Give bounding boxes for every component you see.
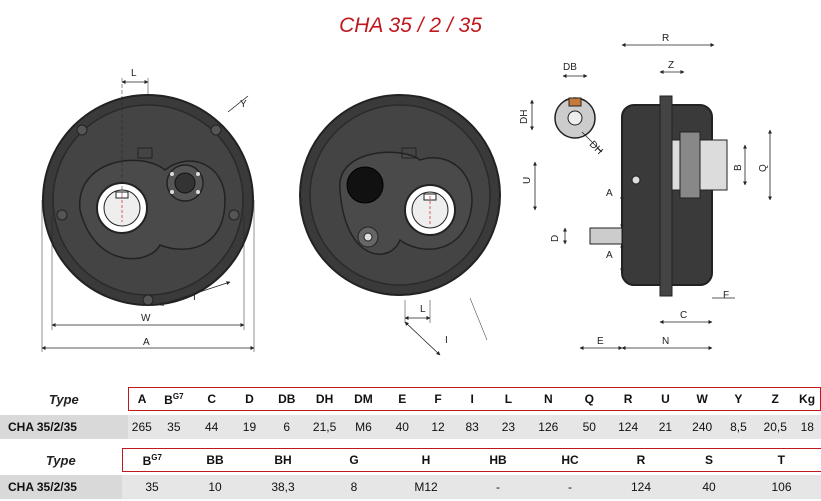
- technical-drawing: L Y W A I L I U DB DH: [41, 33, 772, 356]
- table-cell: 124: [609, 415, 648, 439]
- col-header: DB: [267, 387, 306, 411]
- table-cell: 23: [489, 415, 528, 439]
- table-cell: 124: [606, 475, 676, 499]
- col-header: E: [383, 387, 422, 411]
- col-header: Kg: [794, 387, 821, 411]
- dim-label-DH-left: DH: [519, 110, 530, 124]
- col-header-b: BG7: [121, 448, 182, 472]
- dim-label-N: N: [662, 336, 669, 347]
- table-cell: 19: [231, 415, 268, 439]
- dim-label-E: E: [597, 336, 604, 347]
- col-header: R: [606, 448, 676, 472]
- table-cell: 8: [318, 475, 390, 499]
- col-header: F: [421, 387, 455, 411]
- col-header: DM: [343, 387, 384, 411]
- table-cell: 20,5: [756, 415, 795, 439]
- dim-label-R: R: [662, 33, 669, 44]
- dim-label-A-lower: A: [606, 250, 613, 261]
- col-header: T: [742, 448, 821, 472]
- table-2-header-row: Type BG7 BB BH G H HB HC R S T: [0, 448, 821, 472]
- table-cell: 35: [155, 415, 193, 439]
- dim-label-A: A: [143, 337, 150, 348]
- table-cell: M6: [343, 415, 384, 439]
- col-header: U: [647, 387, 684, 411]
- dim-label-I: I: [193, 292, 196, 303]
- col-header: Y: [720, 387, 757, 411]
- table-cell: 265: [128, 415, 156, 439]
- front-view: L Y W A I: [41, 68, 255, 352]
- table-cell: -: [534, 475, 606, 499]
- table-cell: 6: [267, 415, 306, 439]
- col-header: R: [609, 387, 648, 411]
- dimension-table-2: Type BG7 BB BH G H HB HC R S T CHA 35/2/…: [0, 448, 821, 499]
- type-label: Type: [48, 391, 79, 407]
- table-cell: 106: [742, 475, 821, 499]
- col-header: N: [527, 387, 570, 411]
- col-header: A: [127, 387, 156, 411]
- table-cell: 35: [122, 475, 182, 499]
- dim-label-L-back: L: [420, 304, 426, 315]
- dim-label-A-upper: A: [606, 188, 613, 199]
- col-header: BB: [182, 448, 248, 472]
- type-label: Type: [45, 452, 76, 468]
- col-header: BH: [248, 448, 318, 472]
- key-detail-view: DB DH DH: [519, 62, 605, 157]
- table-cell: 10: [182, 475, 248, 499]
- col-header: G: [318, 448, 390, 472]
- col-header: HC: [534, 448, 606, 472]
- back-view: L I U: [299, 94, 537, 356]
- dim-label-F: F: [723, 290, 729, 301]
- col-header: C: [192, 387, 232, 411]
- table-cell: M12: [390, 475, 462, 499]
- col-header: W: [683, 387, 721, 411]
- table-cell: 40: [383, 415, 422, 439]
- col-header: I: [454, 387, 490, 411]
- dim-label-D: D: [550, 235, 561, 242]
- dim-label-I-back: I: [445, 335, 448, 346]
- col-header: DH: [305, 387, 344, 411]
- drawing-title: CHA 35 / 2 / 35: [339, 14, 482, 37]
- table-cell: 83: [454, 415, 490, 439]
- dim-label-C: C: [680, 310, 687, 321]
- row-label: CHA 35/2/35: [0, 415, 129, 439]
- col-header: D: [231, 387, 268, 411]
- table-cell: 50: [569, 415, 610, 439]
- dim-label-DB: DB: [563, 62, 577, 73]
- table-cell: -: [462, 475, 534, 499]
- table-cell: 21,5: [305, 415, 344, 439]
- col-header: L: [489, 387, 528, 411]
- dim-label-W: W: [141, 313, 151, 324]
- col-header: Z: [756, 387, 795, 411]
- table-cell: 126: [527, 415, 570, 439]
- dim-label-U: U: [522, 177, 533, 184]
- table-2-data-row: CHA 35/2/35 35 10 38,3 8 M12 - - 124 40 …: [0, 475, 821, 499]
- col-header: HB: [462, 448, 534, 472]
- dim-label-Y: Y: [240, 99, 247, 110]
- table-cell: 8,5: [720, 415, 757, 439]
- table-cell: 21: [647, 415, 684, 439]
- table-cell: 18: [794, 415, 821, 439]
- dim-label-B: B: [733, 164, 744, 171]
- table-cell: 40: [676, 475, 742, 499]
- dim-label-DH-right: DH: [587, 139, 605, 157]
- row-label: CHA 35/2/35: [0, 475, 122, 499]
- table-1-data-row: CHA 35/2/35 265 35 44 19 6 21,5 M6 40 12…: [0, 415, 821, 439]
- dim-label-Z: Z: [668, 60, 674, 71]
- dim-label-Q: Q: [758, 164, 769, 172]
- col-header-b: BG7: [155, 387, 193, 411]
- table-1-header-row: Type A BG7 C D DB DH DM E F I L N Q R U …: [0, 387, 821, 411]
- side-view: R Z B Q A D A F C E N: [550, 33, 772, 350]
- table-cell: 240: [683, 415, 721, 439]
- col-header: H: [390, 448, 462, 472]
- col-header: Q: [569, 387, 610, 411]
- dim-label-L: L: [131, 68, 137, 79]
- table-cell: 12: [421, 415, 455, 439]
- col-header: S: [676, 448, 742, 472]
- table-cell: 38,3: [248, 475, 318, 499]
- table-cell: 44: [192, 415, 232, 439]
- dimension-table-1: Type A BG7 C D DB DH DM E F I L N Q R U …: [0, 387, 821, 439]
